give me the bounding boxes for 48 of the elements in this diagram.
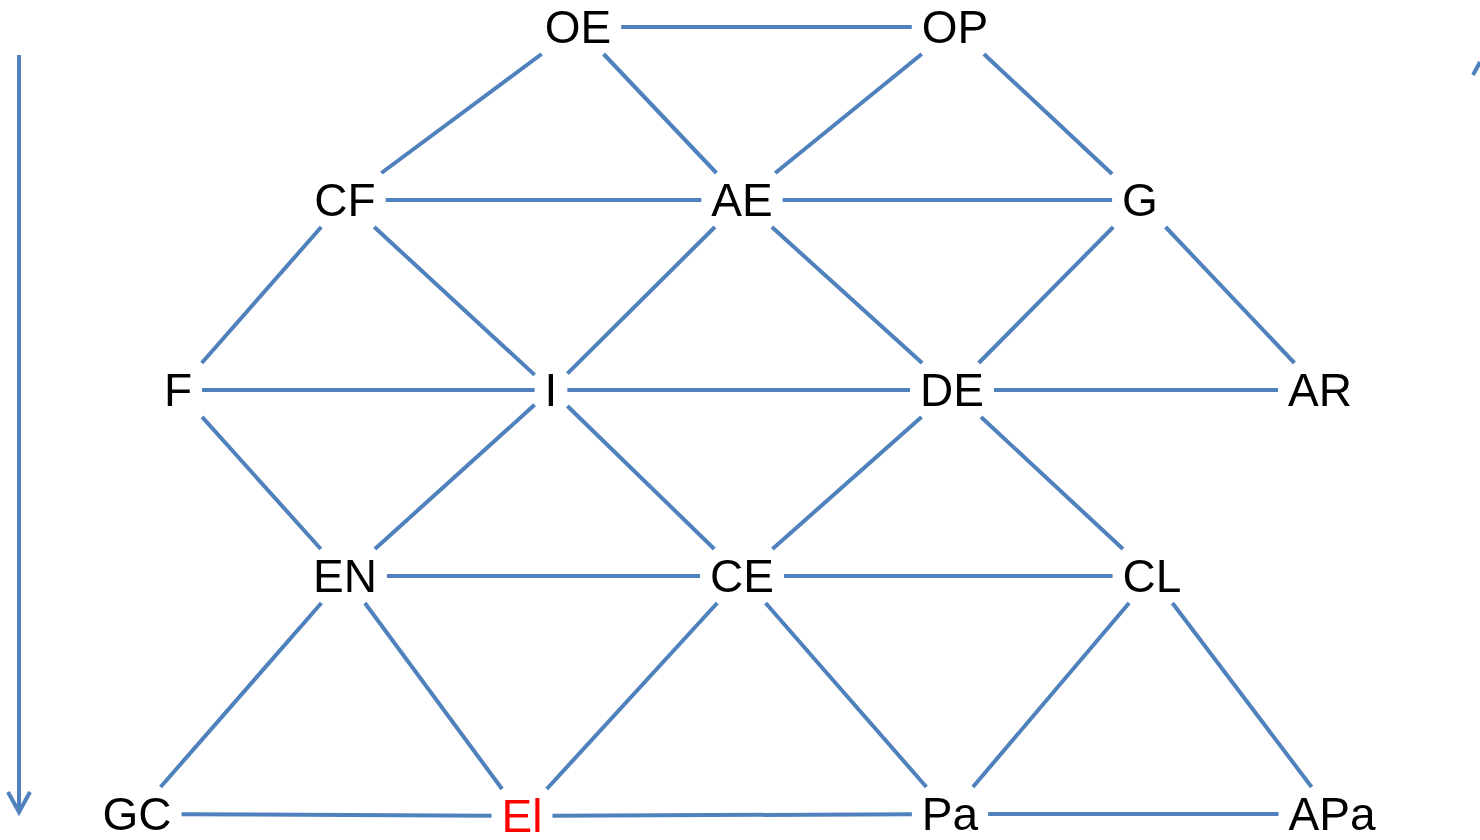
node-label: AR: [1288, 364, 1352, 416]
connector-line: [977, 225, 1115, 365]
node-label: AE: [711, 174, 773, 226]
node-label: OE: [544, 1, 612, 53]
node-label: APa: [1288, 788, 1376, 840]
connector-line: [202, 388, 535, 392]
connector-line: [181, 812, 492, 818]
node-label: F: [163, 364, 193, 416]
connector-line: [783, 574, 1113, 578]
connector-line: [200, 225, 323, 365]
connector-line: [372, 225, 536, 377]
node-label: EN: [313, 550, 377, 602]
connector-line: [782, 198, 1113, 202]
connector-line: [159, 601, 323, 789]
node-label: OP: [921, 1, 989, 53]
node-label: El: [501, 790, 543, 840]
connector-line: [988, 812, 1279, 816]
connector-line: [770, 225, 924, 365]
connector-line: [993, 388, 1279, 392]
connector-line: [602, 52, 718, 175]
connector-line: [771, 415, 923, 551]
connector-line: [982, 52, 1114, 176]
node-label: CF: [314, 174, 376, 226]
connector-line: [385, 198, 702, 202]
node-label: CE: [710, 550, 774, 602]
connector-line: [567, 388, 911, 392]
connector-line: [764, 601, 928, 789]
node-label: Pa: [921, 788, 979, 840]
node-label: G: [1122, 174, 1158, 226]
connector-line: [552, 812, 912, 818]
connector-line: [545, 601, 719, 791]
node-label: CL: [1122, 550, 1182, 602]
node-label: DE: [920, 364, 984, 416]
connector-line: [363, 601, 504, 791]
connector-line: [565, 225, 717, 376]
connector-line: [774, 52, 923, 175]
connector-line: [200, 415, 323, 551]
connector-line: [373, 403, 536, 551]
connector-line: [621, 25, 912, 29]
connector-line: [386, 574, 701, 578]
connector-line: [971, 601, 1131, 789]
node-label: I: [544, 364, 558, 416]
connector-line: [1170, 601, 1314, 789]
connector-line: [979, 415, 1125, 551]
connector-line: [566, 404, 716, 551]
connector-line: [1164, 225, 1296, 365]
connector-line: [380, 52, 543, 175]
node-label: GC: [102, 788, 172, 840]
